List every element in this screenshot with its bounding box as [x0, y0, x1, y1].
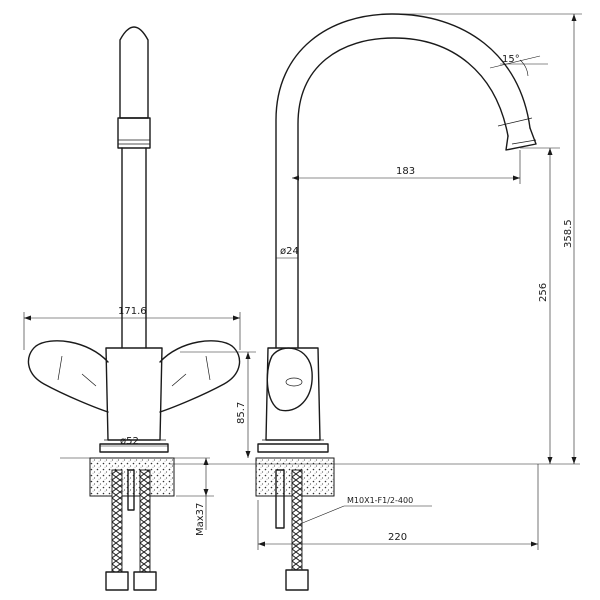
dim-max-mount: Max37 [195, 503, 206, 536]
dim-base-diameter: ø52 [120, 436, 139, 447]
front-spout-column [119, 26, 149, 119]
front-countertop [89, 457, 175, 497]
dim-handle-span: 171.6 [118, 306, 147, 317]
front-nut-right [133, 571, 157, 591]
front-left-handle [27, 340, 109, 413]
dim-hose-length: 220 [388, 532, 407, 543]
front-hose-left [111, 469, 123, 573]
front-view: 171.6 ø52 85.7 Max37 [23, 26, 256, 591]
front-stud [127, 469, 135, 511]
side-lever [266, 347, 313, 412]
front-base-ring [99, 443, 169, 453]
front-nut-left [105, 571, 129, 591]
dim-reach: 183 [396, 166, 415, 177]
front-hose-right [139, 469, 151, 573]
front-body [105, 347, 163, 441]
leader-connection [299, 505, 345, 525]
dim-total-height: 358.5 [563, 219, 574, 248]
side-nut [285, 569, 309, 591]
side-base-ring [257, 443, 329, 453]
front-right-handle [159, 340, 241, 413]
dim-spout-diameter: ø24 [280, 246, 299, 257]
dim-angle: 15° [502, 54, 520, 65]
side-spout-inner [297, 37, 509, 349]
dim-connection: M10X1-F1/2-400 [347, 496, 413, 505]
front-spout-stem [121, 147, 147, 349]
side-hose [291, 469, 303, 571]
dim-body-height: 85.7 [236, 402, 247, 424]
dim-spout-height: 256 [538, 283, 549, 302]
side-body [265, 347, 321, 441]
side-spout-outer [275, 13, 531, 349]
side-spout-tip [505, 127, 537, 151]
front-aerator [117, 117, 151, 149]
side-view: 15° 183 ø24 256 358.5 M10X1-F1/2-400 220 [170, 13, 582, 591]
side-stud [275, 469, 285, 529]
